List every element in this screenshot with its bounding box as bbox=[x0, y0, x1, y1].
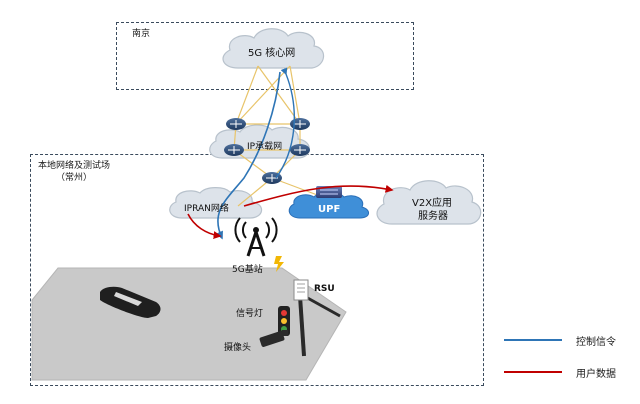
upf-server-icon bbox=[316, 186, 342, 198]
lightning-icon bbox=[274, 256, 284, 272]
router-icon bbox=[290, 144, 310, 156]
router-icon bbox=[224, 144, 244, 156]
local-test-field-label: 本地网络及测试场 bbox=[38, 161, 111, 171]
base-station-icon bbox=[234, 217, 278, 257]
control-signal-path-return bbox=[275, 67, 295, 179]
ip-bearer-label: IP承载网 bbox=[247, 142, 283, 152]
core-network-label: 5G 核心网 bbox=[248, 48, 296, 59]
legend-user-data-label: 用户数据 bbox=[576, 369, 616, 380]
traffic-light-label: 信号灯 bbox=[236, 309, 264, 319]
v2x-server-label-line1: V2X应用 bbox=[412, 198, 453, 209]
rsu-pole bbox=[298, 295, 306, 357]
router-icon bbox=[290, 118, 310, 130]
ipran-network-label: IPRAN网络 bbox=[184, 204, 229, 214]
legend-control-label: 控制信令 bbox=[576, 337, 616, 348]
rsu-device-icon bbox=[293, 279, 309, 301]
base-station-label: 5G基站 bbox=[232, 265, 263, 275]
user-data-path bbox=[187, 213, 222, 240]
control-signal-path bbox=[215, 71, 281, 240]
camera-icon bbox=[259, 330, 288, 347]
local-test-field-sublabel: （常州） bbox=[56, 173, 93, 183]
vehicle-icon bbox=[100, 286, 161, 318]
user-data-path-to-v2x bbox=[243, 184, 394, 207]
router-icon bbox=[262, 172, 282, 184]
v2x-server-label-line2: 服务器 bbox=[418, 211, 448, 222]
rsu-label: RSU bbox=[314, 284, 335, 294]
ipran-cloud bbox=[169, 187, 263, 219]
nanjing-region bbox=[116, 22, 414, 90]
camera-label: 摄像头 bbox=[224, 343, 252, 353]
router-icon bbox=[226, 118, 246, 130]
v2x-server-cloud bbox=[376, 180, 482, 225]
upf-label: UPF bbox=[318, 204, 341, 215]
core-network-cloud bbox=[222, 28, 325, 69]
nanjing-region-label: 南京 bbox=[132, 29, 151, 39]
